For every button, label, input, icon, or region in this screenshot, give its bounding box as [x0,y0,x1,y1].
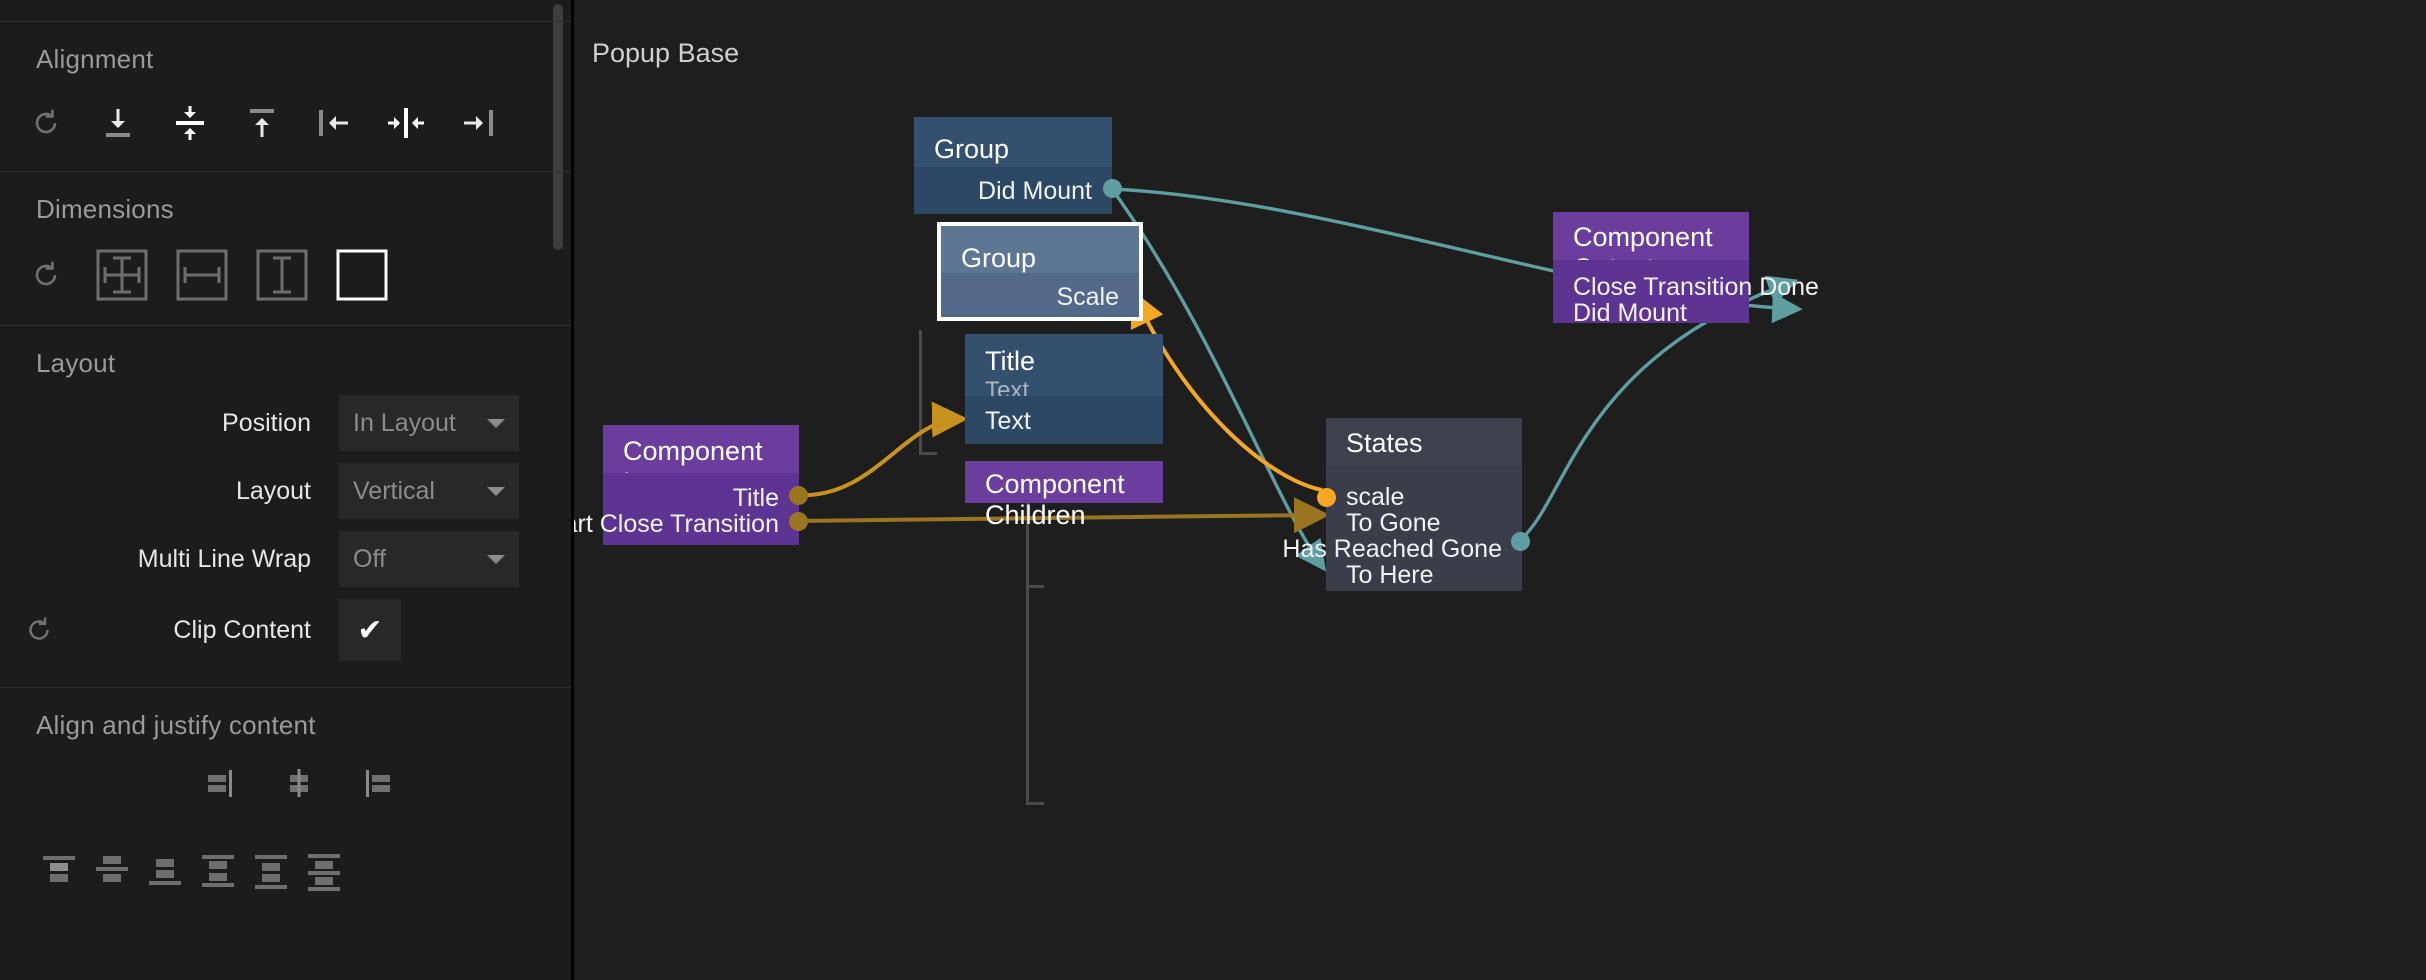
checkmark-icon: ✔ [357,613,383,647]
reset-alignment-icon[interactable] [10,87,82,159]
position-row: Position In Layout [0,389,571,457]
port-start-close-transition-out[interactable]: Start Close Transition [574,510,779,538]
position-label: Position [222,408,311,437]
size-height-icon[interactable] [242,239,322,311]
align-content-start-icon[interactable] [182,747,260,819]
node-states[interactable]: States scale To Gone Has Reached Gone To… [1282,418,1530,591]
node-title: Group [961,243,1037,273]
port-to-here-in[interactable]: To Here [1346,561,1434,589]
port-scale-out[interactable]: scale [1346,483,1405,511]
tree-connector-2 [1026,495,1029,805]
justify-row [0,825,571,915]
dimensions-icon-row [0,225,571,325]
align-left-icon[interactable] [298,87,370,159]
port-to-gone-in[interactable]: To Gone [1346,509,1441,537]
port-scale-in[interactable]: Scale [1056,283,1119,311]
align-horizontal-center-icon[interactable] [370,87,442,159]
align-content-end-icon[interactable] [338,747,416,819]
node-title: States [1346,428,1423,458]
size-width-icon[interactable] [162,239,242,311]
node-title-text[interactable]: Title Text Text [965,334,1163,444]
position-select[interactable]: In Layout [339,395,519,451]
reset-clip-content-icon[interactable] [22,613,56,647]
node-group-outer[interactable]: Group Did Mount [914,117,1122,214]
tree-connector-1-foot [919,452,937,455]
canvas-title: Popup Base [592,38,740,68]
align-justify-section: Align and justify content [0,688,571,915]
layout-title: Layout [36,348,116,378]
node-component-children[interactable]: Component Children [965,461,1163,530]
dimensions-section: Dimensions [0,172,571,326]
size-both-icon[interactable] [82,239,162,311]
node-title: Group [934,134,1010,164]
clip-content-row: Clip Content ✔ [0,593,571,667]
align-top-icon[interactable] [226,87,298,159]
position-value: In Layout [353,408,456,437]
node-component-outputs[interactable]: Component Outputs Close Transition Done … [1553,212,1819,327]
node-title: Title [985,346,1036,376]
multi-line-wrap-label: Multi Line Wrap [137,544,311,573]
align-vertical-center-icon[interactable] [154,87,226,159]
port-did-mount-out[interactable]: Did Mount [978,177,1092,205]
clip-content-checkbox[interactable]: ✔ [339,599,401,661]
align-justify-title: Align and justify content [36,710,316,740]
dimensions-title: Dimensions [36,194,174,224]
clip-content-label: Clip Content [173,615,311,644]
align-bottom-icon[interactable] [82,87,154,159]
tree-connector-2-foot-b [1026,802,1044,805]
alignment-section: Alignment [0,22,571,172]
align-content-row [0,741,571,825]
tree-connector-1 [919,330,922,455]
node-graph-canvas[interactable]: Popup Base [574,0,2426,980]
tree-connector-2-foot-a [1026,585,1044,588]
sidebar-scrollbar[interactable] [553,4,563,250]
size-fixed-icon[interactable] [322,239,402,311]
layout-label: Layout [235,476,311,505]
align-right-icon[interactable] [442,87,514,159]
port-dot-did-mount[interactable] [1103,179,1122,198]
node-group-inner[interactable]: Group Scale [937,222,1143,321]
justify-start-icon[interactable] [32,834,85,906]
layout-row: Layout Vertical [0,457,571,525]
port-close-transition-done-in[interactable]: Close Transition Done [1573,273,1819,301]
alignment-icon-row [0,75,571,171]
port-dot-scale[interactable] [1317,488,1336,507]
reset-dimensions-icon[interactable] [10,239,82,311]
port-dot-has-reached-gone[interactable] [1511,532,1530,551]
layout-select[interactable]: Vertical [339,463,519,519]
port-dot-start-close-transition[interactable] [789,512,808,531]
chevron-down-icon [487,554,505,564]
properties-sidebar: Alignment [0,0,574,980]
chevron-down-icon [487,486,505,496]
justify-end-icon[interactable] [138,834,191,906]
layout-value: Vertical [353,476,435,505]
port-text-in[interactable]: Text [985,407,1031,435]
layout-section: Layout Position In Layout Layout Vertica… [0,326,571,688]
align-content-center-icon[interactable] [260,747,338,819]
justify-space-around-icon[interactable] [244,834,297,906]
justify-space-between-icon[interactable] [191,834,244,906]
alignment-title: Alignment [36,44,154,74]
multi-line-wrap-select[interactable]: Off [339,531,519,587]
port-title-out[interactable]: Title [732,484,779,512]
justify-space-evenly-icon[interactable] [297,834,350,906]
multi-line-wrap-row: Multi Line Wrap Off [0,525,571,593]
port-dot-title[interactable] [789,486,808,505]
port-has-reached-gone-out[interactable]: Has Reached Gone [1282,535,1502,563]
chevron-down-icon [487,418,505,428]
port-did-mount-in[interactable]: Did Mount [1573,299,1687,327]
node-component-inputs[interactable]: Component Inputs Title Start Close Trans… [574,425,808,545]
justify-center-icon[interactable] [85,834,138,906]
multi-line-wrap-value: Off [353,544,386,573]
sidebar-top-strip [0,0,571,22]
node-title: Component Children [985,469,1125,530]
